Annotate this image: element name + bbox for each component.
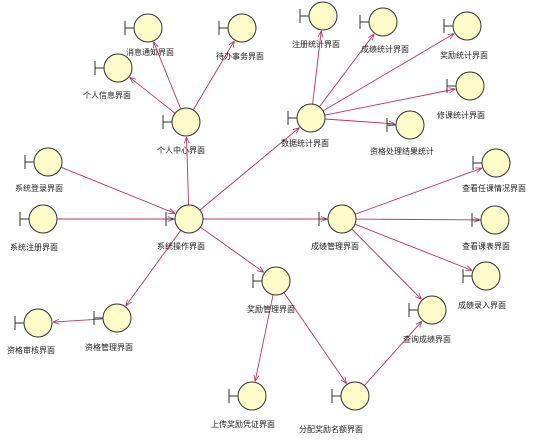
edge-data_stats-to-reg_stats	[312, 31, 322, 105]
edge-main_op-to-qual_mgmt	[126, 230, 182, 306]
edge-score_mgmt-to-course_status	[355, 168, 482, 215]
edge-personal_center-to-msg	[153, 42, 182, 110]
boundary-circle-icon	[102, 303, 132, 333]
node-score-entry: 成绩录入界面	[458, 261, 506, 310]
node-register: 系统注册界面	[10, 204, 58, 252]
boundary-circle-icon	[481, 148, 511, 178]
edge-award_mgmt-to-alloc_quota	[283, 292, 347, 384]
boundary-circle-icon	[395, 110, 425, 140]
boundary-circle-icon	[227, 13, 257, 43]
boundary-circle-icon	[327, 204, 357, 234]
node-label: 奖励统计界面	[440, 50, 488, 60]
node-todo: 待办事务界面	[216, 13, 264, 61]
node-label: 待办事务界面	[216, 51, 264, 61]
node-label: 注册统计界面	[292, 39, 340, 49]
node-label: 查询成绩界面	[403, 334, 451, 344]
boundary-circle-icon	[417, 295, 447, 325]
node-personal-center: 个人中心界面	[157, 107, 205, 155]
edge-main_op-to-data_stats	[199, 128, 300, 211]
edge-data_stats-to-qual_stats	[324, 118, 395, 124]
node-label: 个人信息界面	[83, 90, 131, 100]
node-label: 成绩统计界面	[361, 44, 409, 54]
node-label: 消息通知界面	[126, 47, 174, 57]
node-course-stats: 修课统计界面	[437, 71, 485, 120]
node-course-status: 查看任课情况界面	[462, 148, 526, 193]
boundary-circle-icon	[28, 204, 58, 234]
node-label: 奖励管理界面	[247, 304, 295, 314]
node-login: 系统登录界面	[15, 147, 63, 193]
node-label: 系统操作界面	[157, 241, 205, 251]
boundary-circle-icon	[103, 53, 133, 83]
node-award-mgmt: 奖励管理界面	[247, 266, 295, 314]
edge-data_stats-to-award_stats	[322, 34, 454, 112]
node-alloc-quota: 分配奖励名额界面	[299, 381, 370, 434]
node-score-mgmt: 成绩管理界面	[311, 204, 359, 251]
boundary-circle-icon	[23, 308, 53, 338]
edge-personal_center-to-personal_info	[130, 77, 176, 114]
node-qual-stats: 资格处理结果统计	[370, 110, 434, 156]
node-label: 查看任课情况界面	[462, 183, 526, 193]
node-label: 分配奖励名额界面	[299, 424, 363, 434]
boundary-circle-icon	[471, 261, 501, 291]
edge-main_op-to-personal_center	[187, 137, 189, 206]
node-score-query: 查询成绩界面	[403, 295, 451, 344]
boundary-circle-icon	[455, 71, 485, 101]
node-qual-mgmt: 资格管理界面	[85, 303, 133, 352]
node-label: 数据统计界面	[281, 138, 329, 148]
edge-personal_center-to-todo	[192, 41, 234, 111]
node-view-course: 查看课表界面	[462, 205, 510, 251]
edge-score_mgmt-to-score_query	[351, 228, 422, 299]
node-upload-proof: 上传奖励凭证界面	[211, 381, 275, 429]
node-label: 成绩管理界面	[311, 241, 359, 251]
edge-award_mgmt-to-upload_proof	[255, 294, 274, 382]
node-data-stats: 数据统计界面	[281, 103, 329, 148]
boundary-circle-icon	[133, 13, 163, 43]
node-label: 资格审核界面	[7, 345, 55, 355]
node-qual-review: 资格审核界面	[7, 308, 55, 355]
node-personal-info: 个人信息界面	[83, 53, 133, 100]
node-score-stats: 成绩统计界面	[359, 7, 409, 54]
edges	[53, 31, 482, 386]
boundary-circle-icon	[368, 7, 398, 37]
node-label: 系统注册界面	[10, 242, 58, 252]
boundary-circle-icon	[261, 266, 291, 296]
boundary-circle-icon	[340, 381, 370, 411]
node-reg-stats: 注册统计界面	[292, 1, 340, 49]
boundary-circle-icon	[296, 103, 326, 133]
edge-main_op-to-award_mgmt	[200, 226, 263, 272]
node-label: 上传奖励凭证界面	[211, 419, 275, 429]
edge-score_mgmt-to-score_entry	[354, 223, 472, 270]
node-label: 资格管理界面	[85, 342, 133, 352]
node-label: 资格处理结果统计	[370, 146, 434, 156]
node-main-op: 系统操作界面	[157, 204, 205, 251]
node-award-stats: 奖励统计界面	[440, 11, 488, 60]
boundary-circle-icon	[452, 11, 482, 41]
node-label: 修课统计界面	[437, 110, 485, 120]
boundary-circle-icon	[237, 381, 267, 411]
node-label: 系统登录界面	[15, 183, 63, 193]
node-label: 成绩录入界面	[458, 300, 506, 310]
boundary-circle-icon	[308, 1, 338, 31]
edge-data_stats-to-course_stats	[324, 89, 456, 116]
node-msg: 消息通知界面	[124, 13, 174, 57]
edge-data_stats-to-score_stats	[319, 34, 374, 108]
node-label: 个人中心界面	[157, 145, 205, 155]
edge-score_mgmt-to-view_course	[355, 219, 480, 220]
edge-login-to-main_op	[60, 166, 175, 214]
boundary-circle-icon	[174, 204, 204, 234]
edge-qual_mgmt-to-qual_review	[53, 318, 104, 322]
node-label: 查看课表界面	[462, 241, 510, 251]
boundary-circle-icon	[480, 205, 510, 235]
boundary-circle-icon	[33, 147, 63, 177]
edge-alloc_quota-to-score_query	[363, 321, 422, 386]
boundary-circle-icon	[171, 107, 201, 137]
